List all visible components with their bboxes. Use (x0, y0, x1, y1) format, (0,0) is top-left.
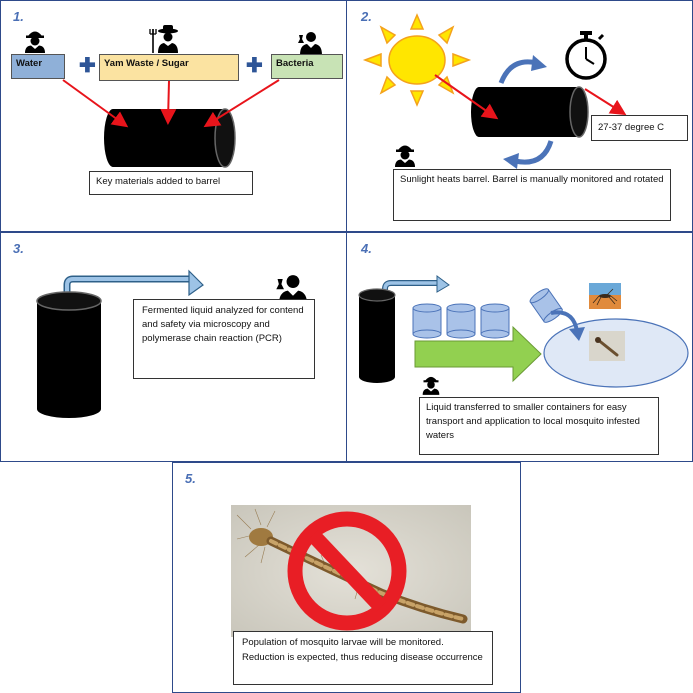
barrel-icon (36, 291, 102, 418)
step-number: 2. (361, 9, 372, 24)
larva-photo (231, 505, 471, 637)
stopwatch-icon (565, 31, 607, 80)
bacteria-box: Bacteria (271, 54, 343, 79)
water-box: Water (11, 54, 65, 79)
sun-icon (362, 13, 472, 107)
step-number: 3. (13, 241, 24, 256)
transfer-pipe (63, 269, 204, 303)
panel-step-3: 3. Fermented liquid analyzed for contend… (0, 232, 347, 462)
worker-icon (25, 31, 45, 53)
step-4-caption: Liquid transferred to smaller containers… (419, 397, 659, 455)
transfer-pipe (382, 275, 450, 307)
temperature-label: 27-37 degree C (591, 115, 688, 141)
panel-step-4: 4. (346, 232, 693, 462)
yam-waste-box: Yam Waste / Sugar (99, 54, 239, 81)
step-1-caption: Key materials added to barrel (89, 171, 253, 195)
step-5-caption: Population of mosquito larvae will be mo… (233, 631, 493, 685)
small-containers (412, 303, 510, 339)
step-number: 5. (185, 471, 196, 486)
panel-step-1: 1. Water ✚ Yam Waste / Sugar ✚ Bacteria … (0, 0, 347, 232)
rotate-arrow-icon[interactable] (499, 139, 555, 169)
plus-icon: ✚ (79, 55, 96, 77)
step-3-caption: Fermented liquid analyzed for contend an… (133, 299, 315, 379)
worker-icon (395, 145, 415, 167)
scientist-icon (298, 32, 322, 55)
step-2-caption: Sunlight heats barrel. Barrel is manuall… (393, 169, 671, 221)
red-arrows (62, 79, 280, 128)
farmer-icon (149, 25, 178, 53)
rotate-arrow-icon[interactable] (497, 55, 553, 85)
green-arrow (414, 325, 542, 383)
mosquito-photo (589, 283, 621, 309)
larva-photo (589, 331, 625, 361)
barrel-icon (358, 288, 396, 383)
red-arrows (434, 74, 627, 120)
step-number: 4. (361, 241, 372, 256)
panel-step-2: 2. (346, 0, 693, 232)
panel-step-5: 5. Population of mosquito larvae will be… (172, 462, 521, 693)
no-sign-icon (287, 511, 407, 631)
pour-arrow (550, 310, 585, 341)
worker-icon (422, 376, 440, 395)
plus-icon: ✚ (246, 55, 263, 77)
step-number: 1. (13, 9, 24, 24)
